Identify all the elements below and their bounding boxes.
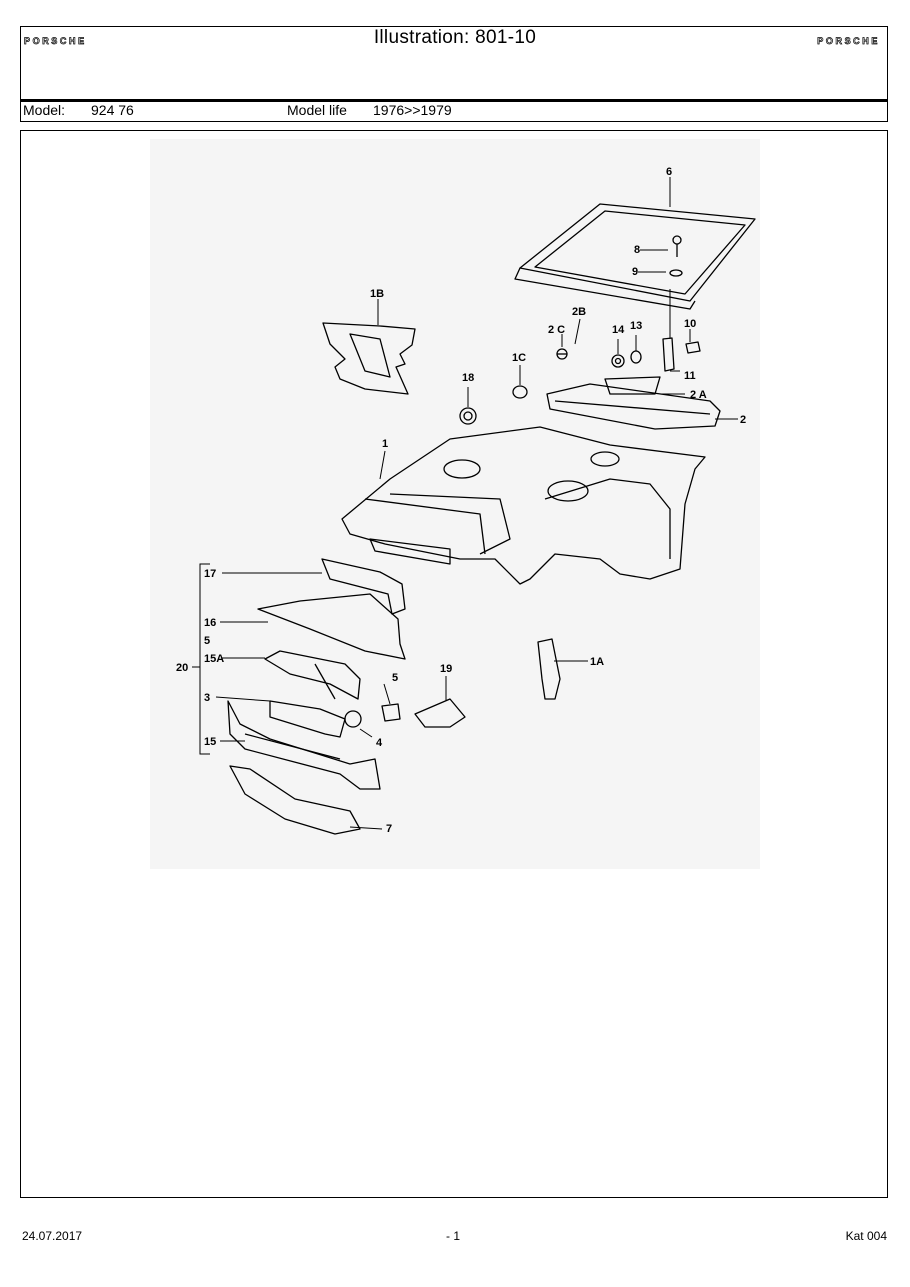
callout-9: 9 bbox=[632, 266, 638, 278]
bracket-1a-part bbox=[537, 638, 561, 700]
callout-1c: 1C bbox=[512, 352, 526, 364]
porsche-logo-right: PORSCHE bbox=[817, 36, 880, 47]
callout-5-right: 5 bbox=[392, 672, 398, 684]
callout-13: 13 bbox=[630, 320, 642, 332]
callout-6: 6 bbox=[666, 166, 672, 178]
footer-date: 24.07.2017 bbox=[22, 1229, 83, 1243]
model-value: 924 76 bbox=[91, 102, 134, 118]
callout-17: 17 bbox=[204, 568, 216, 580]
callout-2b: 2B bbox=[572, 306, 586, 318]
brace-3-part bbox=[269, 700, 346, 738]
callout-10: 10 bbox=[684, 318, 696, 330]
duct-15a-part bbox=[264, 650, 361, 700]
callout-11: 11 bbox=[684, 370, 696, 382]
plug-1c-part bbox=[512, 385, 528, 399]
panel-16-part bbox=[257, 593, 406, 660]
callout-15a: 15A bbox=[204, 653, 224, 665]
callout-19: 19 bbox=[440, 663, 452, 675]
grommet-18-part bbox=[459, 407, 477, 425]
callout-16: 16 bbox=[204, 617, 216, 629]
callout-8: 8 bbox=[634, 244, 640, 256]
nut-14-part bbox=[611, 354, 625, 368]
exploded-parts-diagram: 6 8 9 1B 2B 2 C 14 13 10 1C 11 18 2 A 2 … bbox=[150, 139, 760, 869]
lower-panel-15-part bbox=[227, 700, 381, 790]
page-title: Illustration: 801-10 bbox=[373, 27, 537, 48]
footer-catalog: Kat 004 bbox=[845, 1229, 887, 1243]
bracket-19-part bbox=[414, 698, 466, 728]
rubber-4-part bbox=[344, 710, 362, 728]
footer-page-number: - 1 bbox=[446, 1229, 461, 1243]
callout-18: 18 bbox=[462, 372, 474, 384]
support-17-part bbox=[321, 558, 406, 615]
front-body-shell-part bbox=[341, 426, 706, 585]
callout-1: 1 bbox=[382, 438, 388, 450]
callout-1b: 1B bbox=[370, 288, 384, 300]
callout-2: 2 bbox=[740, 414, 746, 426]
header-divider bbox=[20, 99, 888, 102]
porsche-logo-left: PORSCHE bbox=[24, 36, 87, 47]
plate-2a-part bbox=[604, 376, 661, 395]
model-life-value: 1976>>1979 bbox=[373, 102, 452, 118]
model-info-row: Model: 924 76 Model life 1976>>1979 bbox=[20, 101, 888, 122]
callout-15: 15 bbox=[204, 736, 216, 748]
clip-part bbox=[669, 269, 683, 277]
callout-5-left: 5 bbox=[204, 635, 210, 647]
model-label: Model: bbox=[23, 102, 66, 118]
callout-4: 4 bbox=[376, 737, 383, 749]
bracket-11-part bbox=[662, 337, 675, 372]
fastener-2c-part bbox=[556, 348, 568, 360]
callout-1a: 1A bbox=[590, 656, 604, 668]
callout-2a: 2 A bbox=[690, 389, 707, 401]
screw-part bbox=[672, 235, 682, 257]
model-life-label: Model life bbox=[287, 102, 347, 118]
illustration-frame bbox=[20, 130, 888, 1198]
spoiler-7-part bbox=[229, 765, 361, 835]
stop-5-part bbox=[381, 703, 401, 722]
callout-2c: 2 C bbox=[548, 324, 565, 336]
callout-7: 7 bbox=[386, 823, 392, 835]
callout-14: 14 bbox=[612, 324, 625, 336]
bracket-1b-part bbox=[322, 322, 416, 395]
bracket-10-part bbox=[685, 341, 701, 354]
callout-20: 20 bbox=[176, 662, 188, 674]
window-frame-part bbox=[514, 203, 756, 310]
callout-3: 3 bbox=[204, 692, 210, 704]
